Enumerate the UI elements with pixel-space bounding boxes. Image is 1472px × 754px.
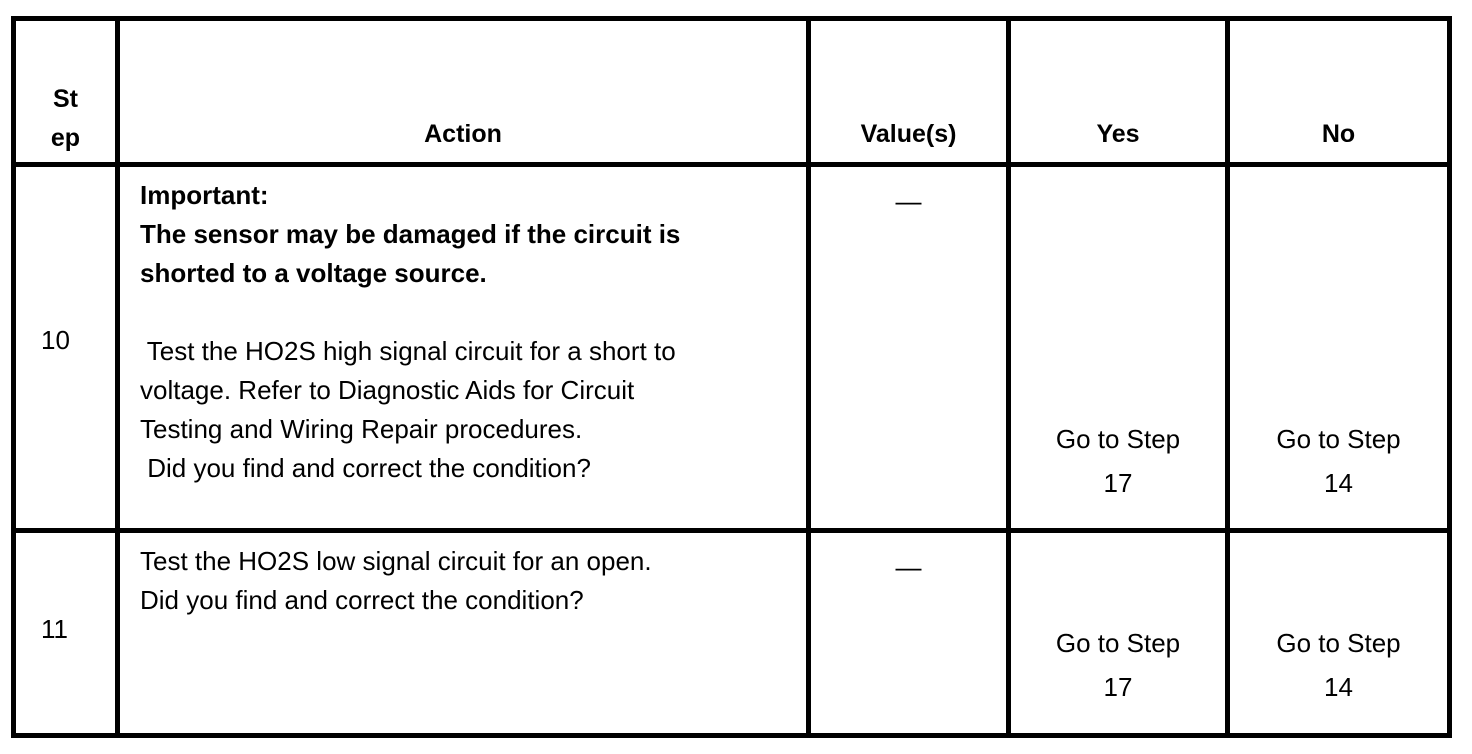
yes-branch-line2: 17 [1103, 672, 1133, 702]
yes-branch-10: Go to Step 17 [1011, 417, 1225, 505]
column-header-step-line2: ep [50, 124, 81, 152]
cell-value-11: — [808, 530, 1011, 736]
yes-branch-11: Go to Step 17 [1011, 621, 1225, 709]
cell-no-11: Go to Step 14 [1227, 530, 1450, 736]
yes-branch-line1: Go to Step [1055, 628, 1181, 658]
no-branch-line2: 14 [1324, 468, 1353, 498]
action-line: voltage. Refer to Diagnostic Aids for Ci… [140, 375, 635, 405]
value-dash: — [895, 186, 922, 216]
no-branch-line1: Go to Step [1276, 424, 1401, 454]
column-header-action-label: Action [424, 120, 502, 148]
no-branch-line2: 14 [1324, 672, 1353, 702]
no-branch-11: Go to Step 14 [1230, 621, 1447, 709]
cell-step-number-11: 11 [13, 530, 120, 736]
diagnostic-procedure-table: St ep Action Value(s) Yes No [11, 16, 1452, 738]
column-header-values-label: Value(s) [860, 120, 957, 148]
action-line: Test the HO2S low signal circuit for an … [140, 546, 652, 576]
action-line: Did you find and correct the condition? [140, 453, 591, 483]
action-line: Important: [140, 180, 269, 210]
table-row-step-10: 10 Important: The sensor may be damaged i… [13, 164, 1450, 533]
no-branch-10: Go to Step 14 [1230, 417, 1447, 505]
cell-yes-10: Go to Step 17 [1008, 164, 1230, 533]
yes-branch-line2: 17 [1103, 468, 1133, 498]
action-line: The sensor may be damaged if the circuit… [140, 219, 681, 249]
cell-action-10: Important: The sensor may be damaged if t… [117, 164, 811, 533]
action-text-block-11: Test the HO2S low signal circuit for an … [140, 542, 798, 620]
action-line: Test the HO2S high signal circuit for a … [140, 336, 676, 366]
column-header-action: Action [117, 18, 811, 167]
step-number-value: 10 [41, 325, 70, 355]
column-header-values: Value(s) [808, 18, 1011, 167]
yes-branch-line1: Go to Step [1055, 424, 1181, 454]
column-header-step-line1: St [53, 85, 78, 113]
column-header-step: St ep [13, 18, 120, 167]
value-dash: — [895, 552, 922, 582]
cell-step-number-10: 10 [13, 164, 120, 533]
column-header-no: No [1227, 18, 1450, 167]
action-line: Testing and Wiring Repair procedures. [140, 414, 583, 444]
cell-value-10: — [808, 164, 1011, 533]
table-row-step-11: 11 Test the HO2S low signal circuit for … [13, 530, 1450, 736]
action-line-blank [140, 293, 798, 332]
no-branch-line1: Go to Step [1276, 628, 1401, 658]
step-number-value: 11 [41, 614, 68, 644]
action-line: shorted to a voltage source. [140, 258, 487, 288]
cell-action-11: Test the HO2S low signal circuit for an … [117, 530, 811, 736]
action-text-block-10: Important: The sensor may be damaged if t… [140, 176, 798, 488]
column-header-yes: Yes [1008, 18, 1230, 167]
column-header-no-label: No [1321, 120, 1356, 148]
cell-no-10: Go to Step 14 [1227, 164, 1450, 533]
table-header-row: St ep Action Value(s) Yes No [13, 18, 1450, 167]
cell-yes-11: Go to Step 17 [1008, 530, 1230, 736]
action-line: Did you find and correct the condition? [140, 585, 584, 615]
column-header-yes-label: Yes [1096, 120, 1140, 148]
